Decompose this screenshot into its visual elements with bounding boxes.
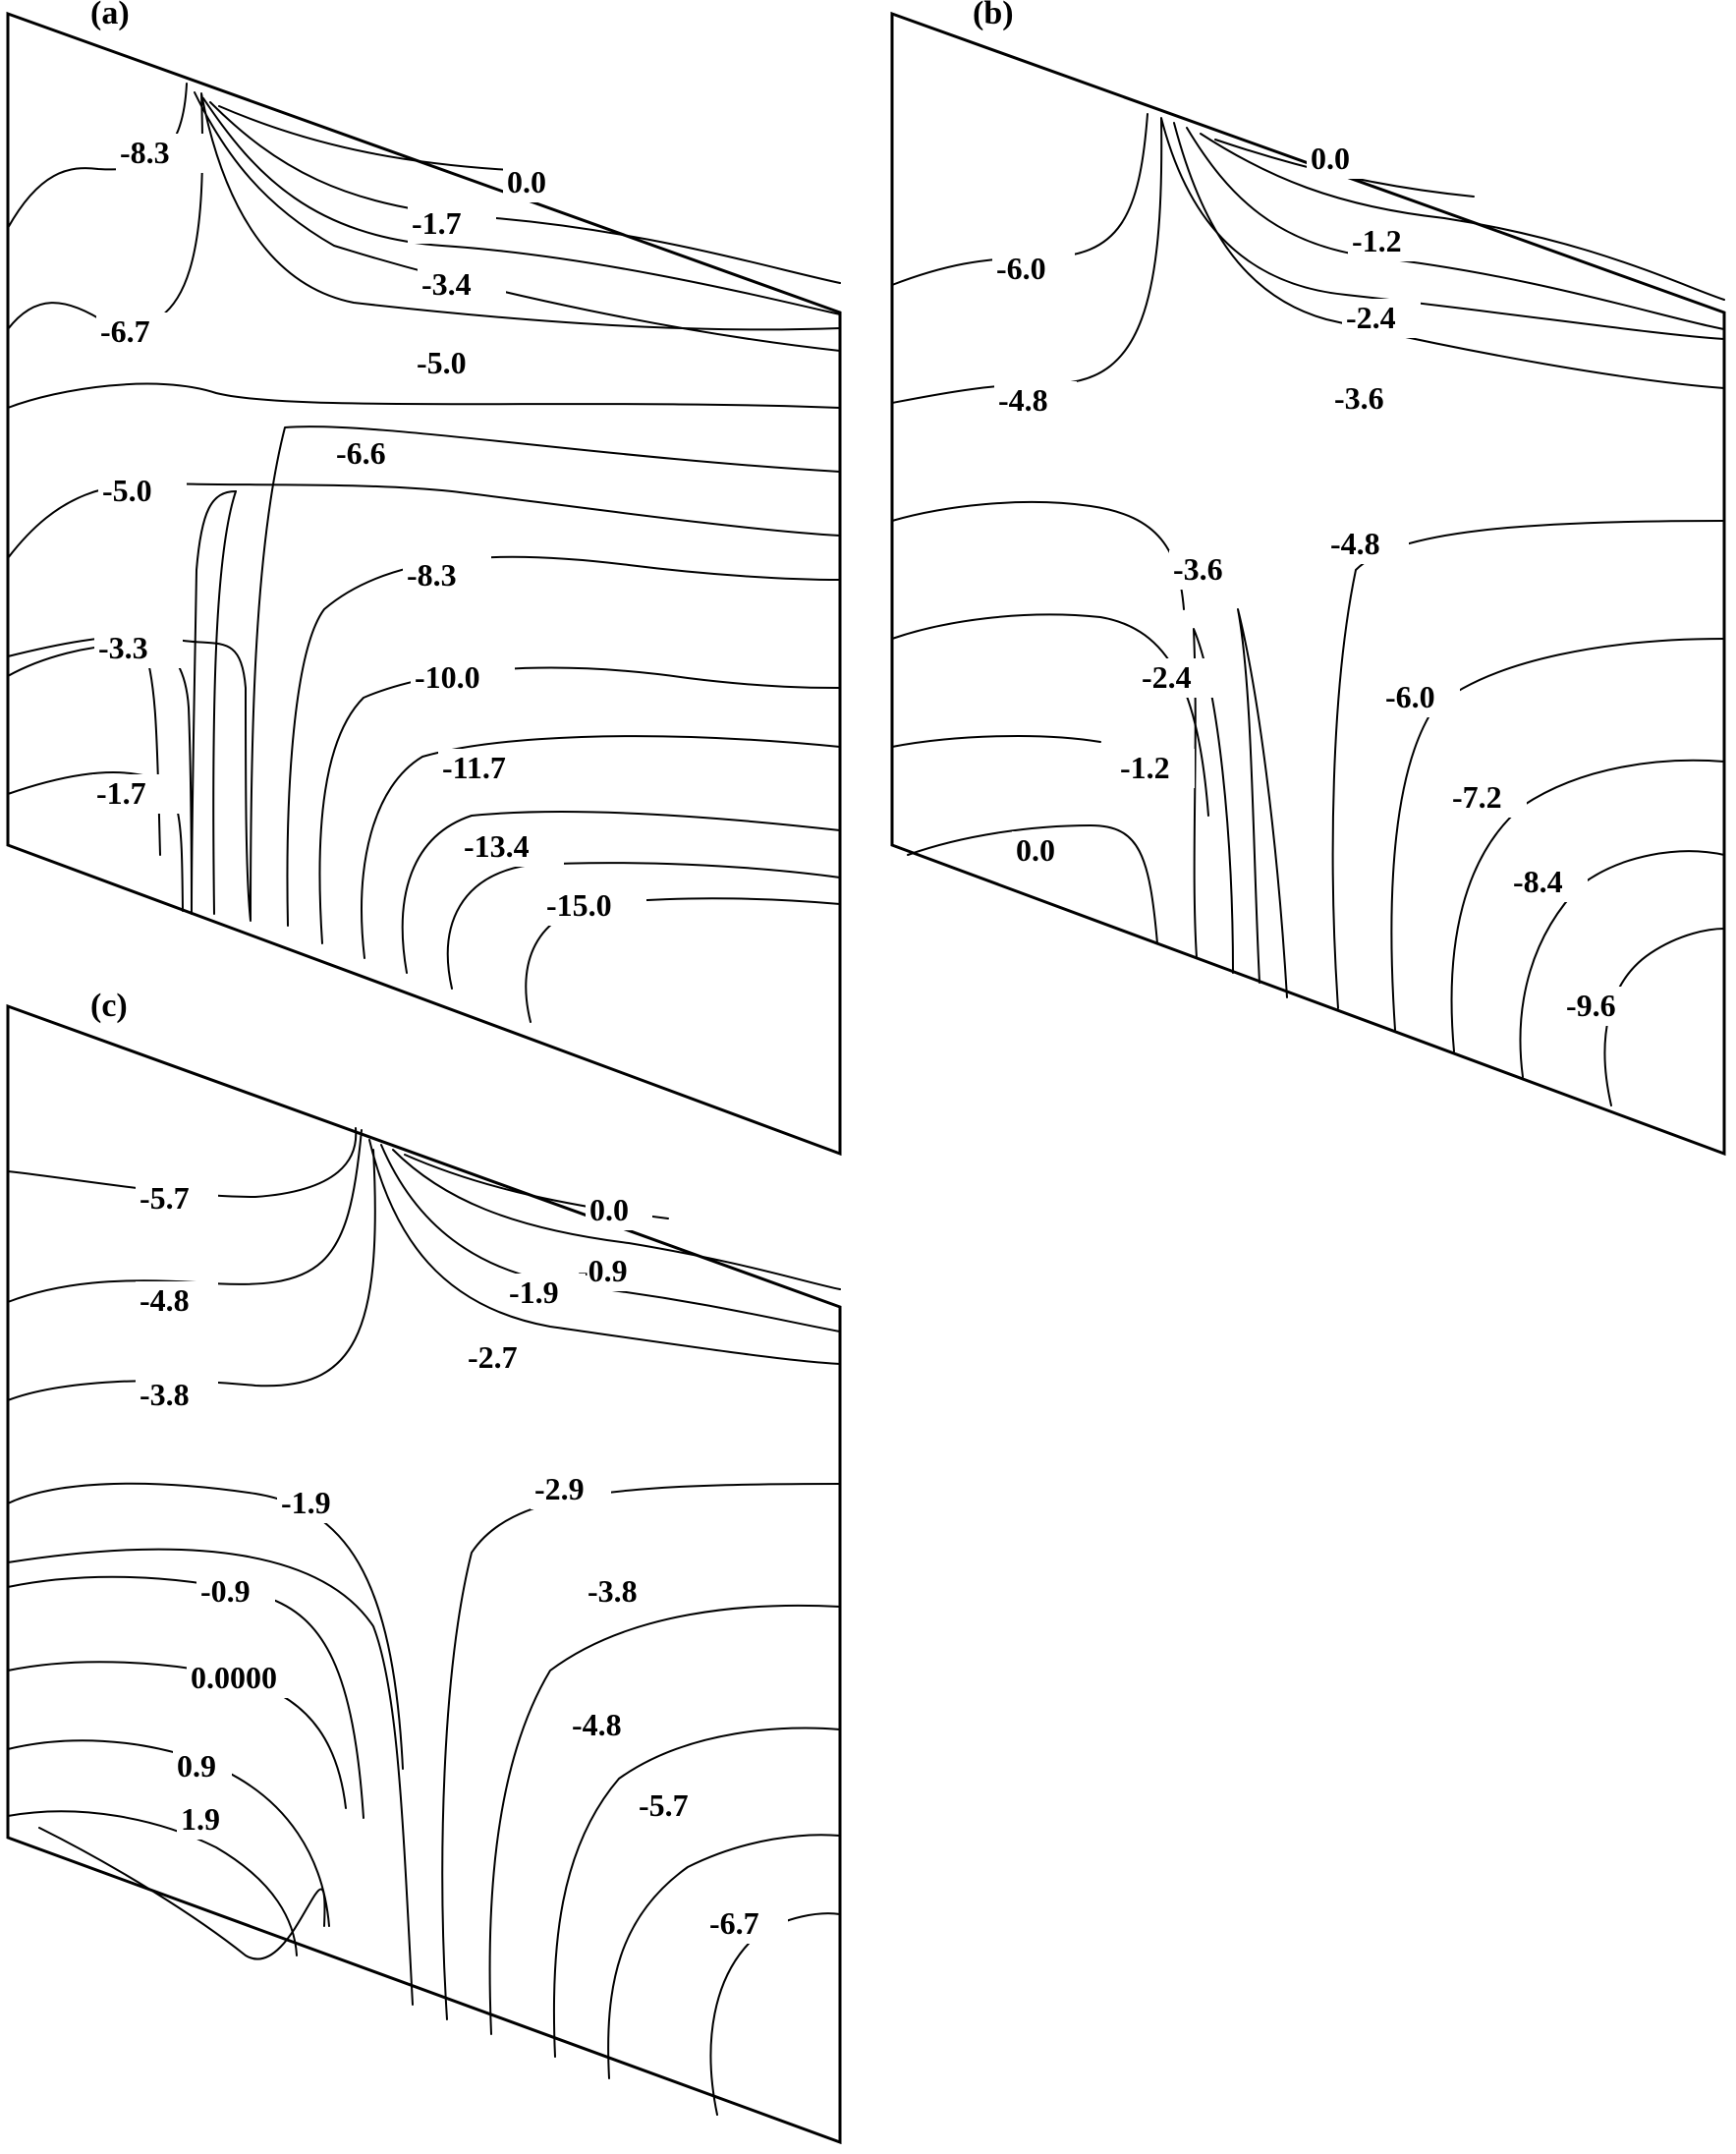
- panel-b-label: -6.0: [1385, 679, 1435, 714]
- panel-b-label: -3.6: [1173, 551, 1223, 587]
- panel-a-label: -6.7: [100, 313, 150, 349]
- panel-b-label: -7.2: [1452, 779, 1502, 815]
- panel-c-label: -3.8: [140, 1377, 190, 1412]
- panel-a-label: 0.0: [507, 164, 546, 199]
- panel-b-frame: [890, 11, 1726, 1157]
- panel-c-title: (c): [90, 988, 128, 1024]
- panel-c-label: -1.9: [281, 1485, 331, 1520]
- panel-c-label: -2.7: [468, 1339, 518, 1375]
- panel-b-label: -1.2: [1120, 750, 1170, 785]
- panel-c-label: -1.9: [509, 1275, 559, 1310]
- panel-b-label: -4.8: [1330, 526, 1380, 561]
- panel-c: (c) -5.7 0.0: [6, 988, 842, 2145]
- panel-c-label: 0.0000: [191, 1660, 277, 1695]
- panel-c-contours: [7, 1127, 841, 2116]
- panel-c-label: 0.0: [589, 1192, 629, 1227]
- panel-a-label: -6.6: [336, 435, 386, 471]
- panel-b-label: -3.6: [1334, 380, 1384, 416]
- panel-a-label: -5.0: [102, 473, 152, 508]
- panel-b: (b) 0.0 -1.2 -6.0: [890, 0, 1726, 1157]
- panel-b-labels: 0.0 -1.2 -6.0 -2.4 -4.8 -3.6 -3.6 -4.8 -…: [992, 140, 1641, 1026]
- panel-c-label: 0.9: [177, 1748, 216, 1784]
- panel-a-frame: [6, 11, 842, 1157]
- panel-c-label: -0.9: [200, 1573, 251, 1609]
- panel-a: (a) -8.3 0.0: [6, 0, 842, 1157]
- panel-a-label: -1.7: [96, 775, 146, 811]
- panel-b-label: -2.4: [1142, 659, 1192, 695]
- panel-c-label: -3.8: [588, 1573, 638, 1609]
- panel-a-label: -1.7: [412, 205, 462, 241]
- panel-b-label: -8.4: [1513, 864, 1563, 899]
- panel-a-label: -8.3: [407, 557, 457, 593]
- panel-c-label: -2.9: [534, 1471, 585, 1506]
- panel-a-label: -5.0: [417, 345, 467, 380]
- panel-a-label: -8.3: [120, 135, 170, 170]
- panel-c-label: 1.9: [181, 1801, 220, 1837]
- panel-c-frame: [6, 1003, 842, 2145]
- panel-a-title: (a): [90, 0, 130, 31]
- panel-b-label: -2.4: [1346, 300, 1396, 335]
- panel-b-label: -9.6: [1566, 988, 1616, 1023]
- panel-c-label: -4.8: [572, 1707, 622, 1742]
- panel-b-contours: [891, 113, 1725, 1106]
- panel-a-label: -13.4: [464, 828, 530, 864]
- panel-c-label: -5.7: [140, 1180, 190, 1216]
- panel-a-label: -3.4: [421, 266, 472, 302]
- panel-b-title: (b): [973, 0, 1014, 31]
- panel-c-label: -0.9: [578, 1253, 628, 1288]
- panel-c-label: -4.8: [140, 1282, 190, 1318]
- panel-a-labels: -8.3 0.0 -1.7 -3.4 -6.7 -5.0 -6.6 -5.0 -…: [92, 134, 646, 926]
- panel-a-label: -3.3: [98, 630, 148, 665]
- panel-c-labels: -5.7 0.0 -0.9 -1.9 -4.8 -2.7 -3.8 -1.9 -…: [136, 1179, 788, 1944]
- panel-c-label: -6.7: [709, 1905, 759, 1941]
- panel-c-label: -5.7: [639, 1787, 689, 1823]
- panel-b-label: 0.0: [1311, 141, 1350, 176]
- panel-b-label: -4.8: [998, 382, 1048, 418]
- panel-b-label: -1.2: [1352, 223, 1402, 258]
- panel-a-label: -11.7: [442, 750, 506, 785]
- panel-a-label: -15.0: [546, 887, 612, 923]
- panel-b-label: -6.0: [996, 251, 1046, 286]
- panel-a-label: -10.0: [415, 659, 480, 695]
- panel-b-label: 0.0: [1016, 832, 1055, 868]
